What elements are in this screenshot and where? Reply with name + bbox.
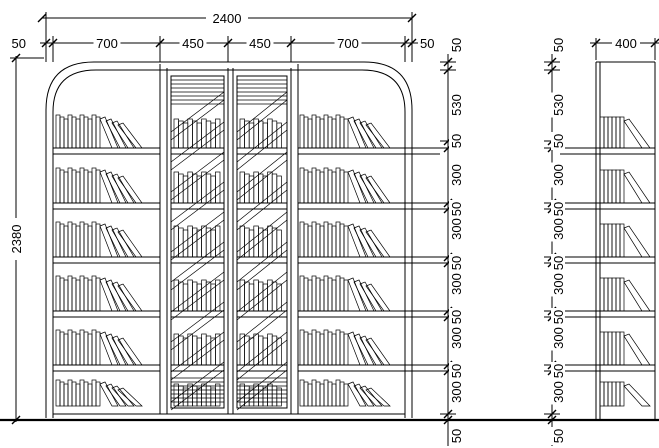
book-row [173, 333, 221, 366]
book-row [55, 275, 143, 312]
dim-height-segment: 300 [551, 381, 566, 403]
dim-width-segment: 450 [182, 36, 204, 51]
dim-width-segment: 450 [249, 36, 271, 51]
dim-width-segment: 700 [96, 36, 118, 51]
book-row [55, 114, 143, 149]
dim-height-segment: 300 [449, 381, 464, 403]
dim-height-segment: 50 [551, 38, 566, 52]
dim-height-segment: 50 [449, 310, 464, 324]
dim-height-segment: 300 [449, 218, 464, 240]
dim-height-segment: 300 [551, 218, 566, 240]
dimension-lines: 2400 50 700 450 450 700 50 2380 50 530 50 300 50 3… [6, 10, 659, 446]
book-row [55, 379, 143, 407]
dim-height-segment: 300 [551, 273, 566, 295]
book-row [173, 118, 221, 149]
dim-width-segment: 50 [12, 36, 26, 51]
dim-height-segment: 50 [449, 38, 464, 52]
dim-height-segment: 50 [449, 256, 464, 270]
dim-height-segment: 50 [551, 310, 566, 324]
book-row [299, 275, 391, 312]
dim-height-segment: 50 [449, 429, 464, 443]
dim-height-segment: 530 [449, 94, 464, 116]
dim-height-segment: 300 [551, 327, 566, 349]
book-row [55, 329, 143, 366]
book-row [299, 221, 391, 258]
dim-height-segment: 300 [449, 164, 464, 186]
dim-height-segment: 50 [551, 256, 566, 270]
dim-side-depth: 400 [615, 36, 637, 51]
book-row [239, 279, 282, 312]
book-row [239, 171, 282, 204]
dim-overall-height: 2380 [9, 225, 24, 254]
book-row [299, 167, 391, 204]
dim-height-segment: 50 [551, 134, 566, 148]
dim-height-segment: 530 [551, 94, 566, 116]
side-elevation [560, 61, 656, 420]
dim-height-segment: 50 [449, 202, 464, 216]
cabinet-inner-outline [52, 69, 406, 418]
dim-height-segment: 300 [449, 273, 464, 295]
book-row [299, 379, 391, 407]
cabinet-outline [45, 61, 413, 418]
dim-height-segment: 50 [449, 134, 464, 148]
dim-width-segment: 700 [337, 36, 359, 51]
dim-width-segment: 50 [420, 36, 434, 51]
dim-height-segment: 50 [551, 429, 566, 443]
dim-height-segment: 50 [449, 364, 464, 378]
dim-height-segment: 50 [551, 202, 566, 216]
dim-height-segment: 300 [449, 327, 464, 349]
book-row [239, 118, 282, 149]
book-row [173, 279, 221, 312]
front-elevation [45, 61, 440, 418]
book-row [55, 167, 143, 204]
dim-height-segment: 300 [551, 164, 566, 186]
dim-overall-width: 2400 [213, 11, 242, 26]
book-row [299, 329, 391, 366]
dim-height-segment: 50 [551, 364, 566, 378]
book-row [55, 221, 143, 258]
glass-hatching [170, 91, 225, 411]
book-row [239, 333, 282, 366]
book-row [299, 114, 391, 149]
